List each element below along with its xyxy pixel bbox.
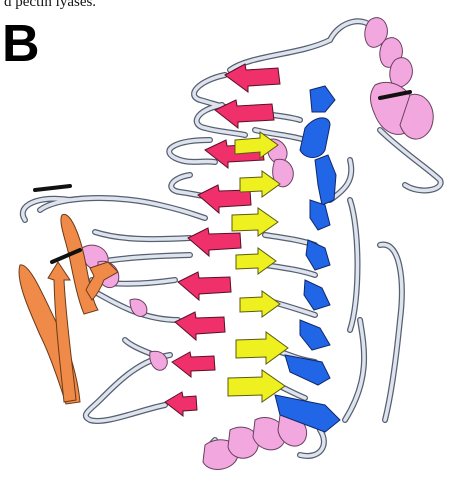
helix-bottom [203,414,307,469]
helix-top-right [365,18,433,139]
orange-strands [19,214,118,404]
